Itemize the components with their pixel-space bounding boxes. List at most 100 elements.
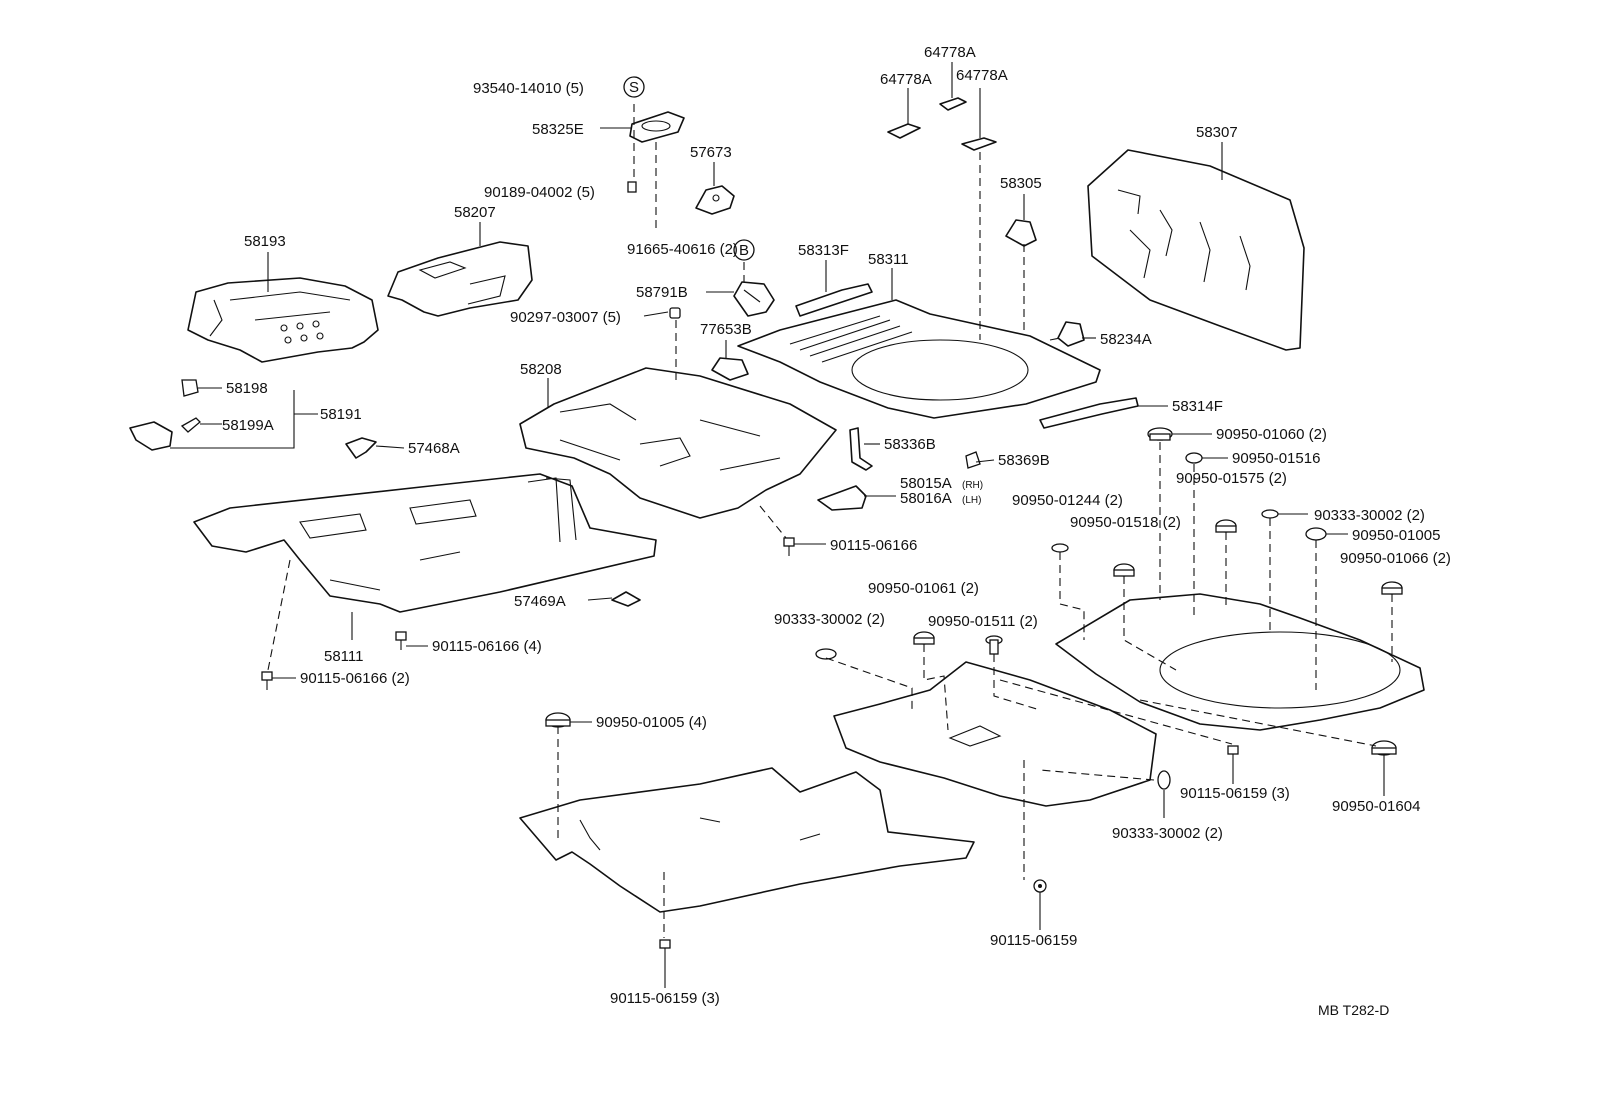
part-58311[interactable] — [737, 299, 1101, 419]
label-90950-01604: 90950-01604 — [1332, 798, 1420, 815]
part-57469A[interactable] — [611, 591, 641, 607]
label-58208: 58208 — [520, 361, 562, 378]
part-58307[interactable] — [1087, 149, 1305, 351]
label-58016A: 58016A — [900, 490, 952, 507]
part-77653B[interactable] — [711, 357, 749, 381]
fastener-90950-01244[interactable] — [1051, 543, 1069, 553]
part-58208[interactable] — [519, 367, 837, 519]
label-58325E: 58325E — [532, 121, 584, 138]
part-58015A-58016A[interactable] — [817, 485, 867, 511]
label-90189: 90189-04002 (5) — [484, 184, 595, 201]
label-64778A-top: 64778A — [924, 44, 976, 61]
label-90950-01244: 90950-01244 (2) — [1012, 492, 1123, 509]
label-90950-01066: 90950-01066 (2) — [1340, 550, 1451, 567]
part-64778A-pads[interactable] — [887, 97, 997, 151]
label-58305: 58305 — [1000, 175, 1042, 192]
label-58234A: 58234A — [1100, 331, 1152, 348]
part-58193[interactable] — [187, 277, 379, 363]
fastener-90115-06159-3r[interactable] — [1227, 745, 1239, 764]
fastener-90950-01066[interactable] — [1381, 581, 1403, 595]
fastener-90950-01604[interactable] — [1371, 740, 1397, 756]
reference-code: MB T282-D — [1318, 1002, 1389, 1018]
label-58791B: 58791B — [636, 284, 688, 301]
fastener-90333-30002-bot[interactable] — [1157, 770, 1171, 790]
fastener-90950-01511[interactable] — [985, 635, 1003, 655]
fastener-90950-01005-right[interactable] — [1305, 527, 1327, 541]
fastener-90950-01518[interactable] — [1113, 563, 1135, 577]
label-90115-06159-3r: 90115-06159 (3) — [1180, 785, 1290, 802]
label-58307: 58307 — [1196, 124, 1238, 141]
assembly-lines — [267, 104, 1393, 938]
part-90297[interactable] — [669, 307, 681, 319]
fastener-90115-06166-4[interactable] — [395, 631, 407, 650]
part-58305[interactable] — [1005, 219, 1037, 247]
fastener-90950-01516[interactable] — [1185, 452, 1203, 464]
label-90297: 90297-03007 (5) — [510, 309, 621, 326]
label-90950-01060: 90950-01060 (2) — [1216, 426, 1327, 443]
label-58336B: 58336B — [884, 436, 936, 453]
fastener-90333-30002-right[interactable] — [1261, 509, 1279, 519]
label-91665: 91665-40616 (2) — [627, 241, 738, 258]
part-58207[interactable] — [387, 241, 533, 317]
label-58193: 58193 — [244, 233, 286, 250]
label-90115-06159-3b: 90115-06159 (3) — [610, 990, 720, 1007]
part-58199A[interactable] — [180, 417, 201, 433]
part-center-floor-silencer[interactable] — [833, 661, 1157, 807]
labels: 93540-14010 (5) 58325E 57673 90189-04002… — [222, 44, 1451, 1018]
label-90950-01575: 90950-01575 (2) — [1176, 470, 1287, 487]
part-front-floor-silencer[interactable] — [519, 767, 975, 913]
label-57673: 57673 — [690, 144, 732, 161]
label-57468A: 57468A — [408, 440, 460, 457]
fastener-90189[interactable] — [627, 181, 637, 193]
label-58314F: 58314F — [1172, 398, 1223, 415]
leader-lines — [170, 62, 1385, 988]
part-57468A[interactable] — [345, 437, 377, 459]
part-58111[interactable] — [193, 473, 657, 613]
label-90950-01516: 90950-01516 — [1232, 450, 1320, 467]
fastener-90115-06166-2[interactable] — [261, 671, 273, 690]
label-90115-06166: 90115-06166 — [830, 537, 917, 554]
marker-b: B — [733, 239, 755, 261]
label-90115-06166-2: 90115-06166 (2) — [300, 670, 410, 687]
fastener-90950-01005-4[interactable] — [545, 712, 571, 728]
part-58325E[interactable] — [629, 111, 685, 143]
fastener-90115-06159-3b[interactable] — [659, 939, 671, 960]
label-58015A: 58015A — [900, 475, 952, 492]
part-58314F[interactable] — [1039, 397, 1139, 429]
label-58369B: 58369B — [998, 452, 1050, 469]
fastener-90950-01061[interactable] — [913, 631, 935, 645]
label-90950-01061: 90950-01061 (2) — [868, 580, 979, 597]
part-58369B[interactable] — [965, 451, 981, 469]
label-58015A-side: (RH) — [962, 480, 983, 491]
label-90333-right: 90333-30002 (2) — [1314, 507, 1425, 524]
part-57673[interactable] — [695, 185, 735, 215]
fastener-90115-06159[interactable] — [1033, 879, 1047, 893]
part-58234A[interactable] — [1057, 321, 1085, 347]
label-90333-mid: 90333-30002 (2) — [774, 611, 885, 628]
label-90115-06159: 90115-06159 — [990, 932, 1077, 949]
label-90950-01005-4: 90950-01005 (4) — [596, 714, 707, 731]
label-58111: 58111 — [324, 648, 364, 665]
fastener-90950-01575[interactable] — [1215, 519, 1237, 533]
part-58191-bracket[interactable] — [129, 421, 173, 451]
label-90950-01511: 90950-01511 (2) — [928, 613, 1038, 630]
fastener-90950-01060[interactable] — [1147, 427, 1173, 441]
label-58016A-side: (LH) — [962, 495, 981, 506]
label-58198: 58198 — [226, 380, 268, 397]
part-58198[interactable] — [181, 379, 199, 397]
label-58313F: 58313F — [798, 242, 849, 259]
label-64778A-left: 64778A — [880, 71, 932, 88]
part-58791B[interactable] — [733, 281, 775, 317]
fastener-90333-30002-mid[interactable] — [815, 648, 837, 660]
label-58199A: 58199A — [222, 417, 274, 434]
svg-text:S: S — [629, 79, 639, 96]
part-58313F[interactable] — [795, 283, 873, 317]
marker-s: S — [623, 76, 645, 98]
label-57469A: 57469A — [514, 593, 566, 610]
fastener-90115-06166[interactable] — [783, 537, 795, 556]
label-58311: 58311 — [868, 251, 909, 268]
part-rear-floor-silencer[interactable] — [1055, 593, 1425, 731]
label-58191: 58191 — [320, 406, 362, 423]
label-90950-01518: 90950-01518 (2) — [1070, 514, 1181, 531]
part-58336B[interactable] — [849, 427, 873, 471]
